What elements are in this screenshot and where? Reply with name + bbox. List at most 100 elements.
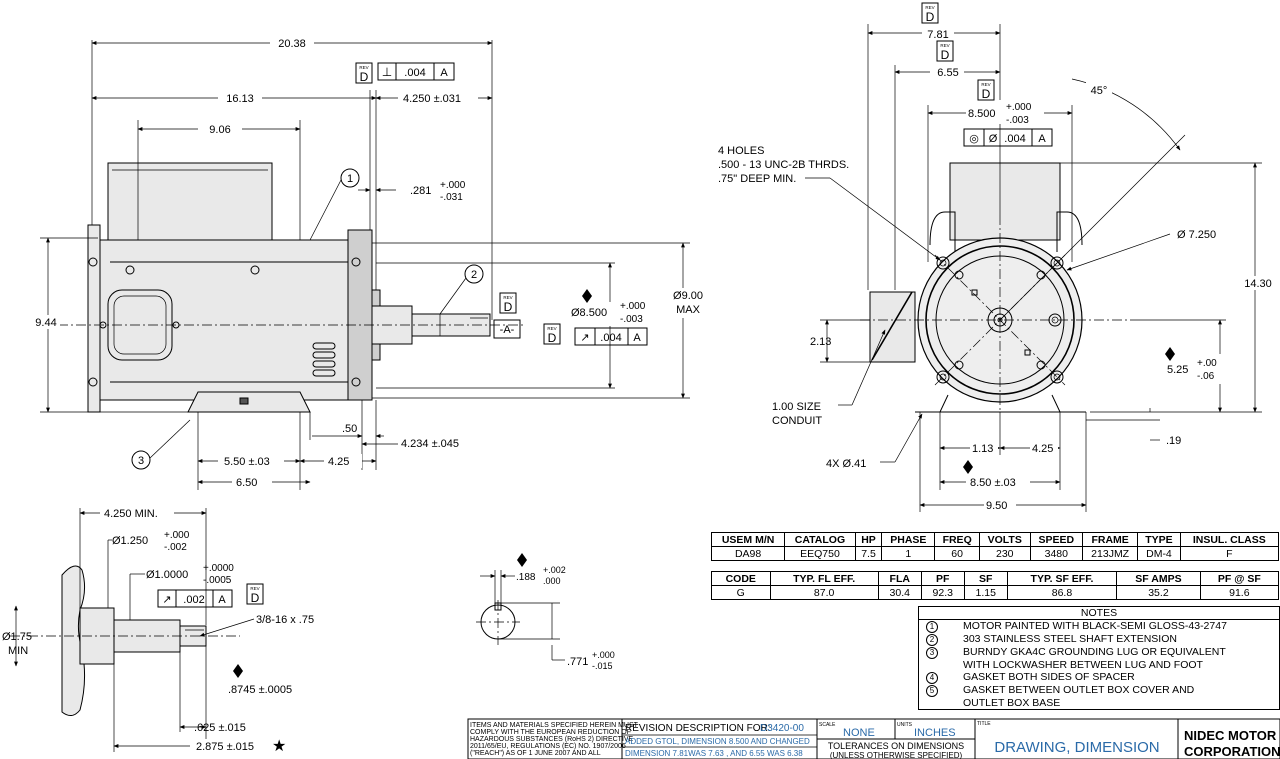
spec-cell: EEQ750 [784, 546, 856, 561]
dim-8-500-shaft: Ø8.500 [571, 307, 607, 319]
perp-frame: ⊥ .004 A [377, 62, 455, 81]
dim-4-250-min: 4.250 MIN. [104, 508, 158, 520]
revision-number: D3420-00 [760, 723, 804, 734]
star-icon: ★ [272, 738, 286, 755]
revision-line-1: ADDED GTOL, DIMENSION 8.500 AND CHANGED [625, 737, 810, 746]
spec-cell: 230 [978, 546, 1031, 561]
spec-header: FRAME [1082, 532, 1139, 547]
spec-cell: 3480 [1029, 546, 1084, 561]
dim-6-55: 6.55 [937, 67, 958, 79]
note-text: WITH LOCKWASHER BETWEEN LUG AND FOOT [963, 659, 1203, 671]
dim-14-30: 14.30 [1244, 278, 1272, 290]
units-label: UNITS [897, 722, 913, 728]
shaft-detail: 4.250 MIN. Ø1.250 +.000 -.002 Ø1.0000 +.… [2, 506, 314, 755]
spec-table-header-row: USEM M/N CATALOG HP PHASE FREQ VOLTS SPE… [710, 532, 1280, 547]
dim-16-13: 16.13 [226, 93, 254, 105]
dim-2-13: 2.13 [810, 336, 831, 348]
spec-table-header-row: CODE TYP. FL EFF. FLA PF SF TYP. SF EFF.… [711, 571, 1280, 586]
dim-771-up: +.000 [592, 650, 615, 660]
spec-header: SPEED [1029, 532, 1084, 547]
title-value: DRAWING, DIMENSION [994, 739, 1159, 756]
dim-45: 45° [1091, 85, 1108, 97]
perp-sym: ⊥ [382, 65, 392, 79]
shaft-runout-frame: ↗ .002 A [157, 589, 233, 608]
runout-ref: A [633, 332, 641, 344]
company-line-2: CORPORATION [1184, 744, 1280, 759]
dim-8-500-face-up: +.000 [1006, 102, 1032, 113]
runout-sym: ↗ [580, 332, 589, 344]
note-text: GASKET BETWEEN OUTLET BOX COVER AND [963, 684, 1195, 696]
dim-8-500-up: +.000 [620, 301, 646, 312]
note-item: 4 GASKET BOTH SIDES OF SPACER [919, 671, 1279, 684]
tolerance-line-2: (UNLESS OTHERWISE SPECIFIED) [830, 751, 963, 759]
legal-line-4: 2011/65/EU, REGULATIONS (EC) NO. 1907/20… [470, 743, 626, 750]
dim-625: .625 ±.015 [194, 722, 246, 734]
perp-val: .004 [404, 67, 425, 79]
spec-header: TYP. SF EFF. [1006, 571, 1118, 586]
title-label: TITLE [977, 721, 991, 727]
dim-1-250: Ø1.250 [112, 535, 148, 547]
spec-cell: 91.6 [1199, 585, 1280, 600]
dim-5-50: 5.50 ±.03 [224, 456, 270, 468]
dim-min-label: MIN [8, 645, 28, 657]
concentricity-frame: ◎ Ø .004 A [963, 128, 1053, 147]
spec-cell: 1 [881, 546, 936, 561]
dim-2-875: 2.875 ±.015 [196, 741, 254, 753]
dim-8-500-dn: -.003 [620, 314, 643, 325]
spec-cell: 92.3 [920, 585, 965, 600]
note-number: 1 [926, 621, 938, 633]
spec-cell: 7.5 [854, 546, 883, 561]
note-number: 3 [926, 647, 938, 659]
dim-7-81: 7.81 [927, 29, 948, 41]
spec-table-row: DA98 EEQ750 7.5 1 60 230 3480 213JMZ DM-… [710, 546, 1280, 561]
spec-header: CATALOG [784, 532, 856, 547]
dim-4-25-side: 4.25 [328, 456, 349, 468]
dim-1-13: 1.13 [972, 443, 993, 455]
runout-val: .004 [600, 332, 621, 344]
dim-9-00: Ø9.00 [673, 290, 703, 302]
balloon-3: 3 [138, 455, 144, 467]
holes-line-3: .75" DEEP MIN. [718, 173, 796, 185]
dim-1-75: Ø1.75 [2, 631, 32, 643]
dim-6-50: 6.50 [236, 477, 257, 489]
spec-header: CODE [711, 571, 771, 586]
keyway-detail: .188 +.002 .000 .771 +.000 -.015 [476, 553, 615, 671]
spec-header: VOLTS [978, 532, 1031, 547]
legal-line-2: COMPLY WITH THE EUROPEAN REDUCTION OF [470, 729, 631, 736]
dim-771-dn: -.015 [592, 661, 613, 671]
dim-281-up: +.000 [440, 180, 466, 191]
dim-188-up: +.002 [543, 565, 566, 575]
note-item: OUTLET BOX BASE [919, 697, 1279, 709]
dim-9-44: 9.44 [35, 317, 56, 329]
dim-8-500-face-dn: -.003 [1006, 115, 1029, 126]
note-text: BURNDY GKA4C GROUNDING LUG OR EQUIVALENT [963, 646, 1226, 658]
spec-header: SF [963, 571, 1008, 586]
spec-cell: 213JMZ [1082, 546, 1139, 561]
dim-5-25-dn: -.06 [1197, 371, 1215, 382]
balloon-2: 2 [471, 269, 477, 281]
dim-281: .281 [410, 185, 431, 197]
note-number: 4 [926, 672, 938, 684]
dim-19: .19 [1166, 435, 1181, 447]
spec-cell: DM-4 [1137, 546, 1181, 561]
dim-8-500-face: 8.500 [968, 108, 996, 120]
dim-8-50: 8.50 ±.03 [970, 477, 1016, 489]
spec-header: PHASE [881, 532, 936, 547]
dim-188-dn: .000 [543, 576, 561, 586]
note-text: 303 STAINLESS STEEL SHAFT EXTENSION [963, 633, 1177, 645]
note-text: GASKET BOTH SIDES OF SPACER [963, 671, 1135, 683]
note-text: MOTOR PAINTED WITH BLACK-SEMI GLOSS-43-2… [963, 620, 1227, 632]
title-block: ITEMS AND MATERIALS SPECIFIED HEREIN MUS… [467, 718, 1280, 759]
spec-table-motor: USEM M/N CATALOG HP PHASE FREQ VOLTS SPE… [710, 532, 1280, 561]
legal-line-3: HAZARDOUS SUBSTANCES (RoHS 2) DIRECTIVE [470, 736, 634, 743]
conc-ref: A [1038, 133, 1046, 145]
conc-dia: Ø [989, 133, 998, 145]
spec-cell: 86.8 [1006, 585, 1118, 600]
dim-50: .50 [342, 423, 357, 435]
dim-9-50: 9.50 [986, 500, 1007, 512]
revision-line-2: DIMENSION 7.81WAS 7.63 , AND 6.55 WAS 6.… [625, 749, 803, 758]
